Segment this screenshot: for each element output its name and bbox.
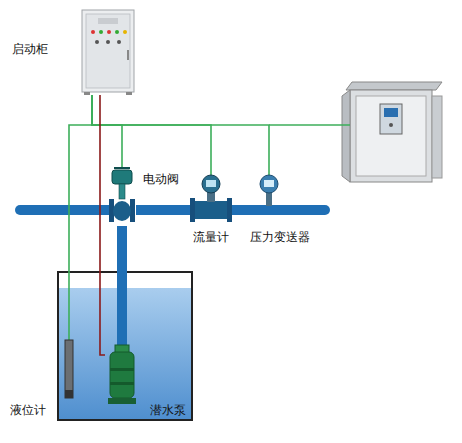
signal-wire	[269, 124, 350, 126]
device-label: 启动柜	[12, 42, 48, 56]
pipe	[117, 226, 127, 345]
electric-valve	[109, 168, 135, 222]
signal-wire	[92, 95, 122, 168]
device-label: 液位计	[10, 403, 46, 417]
device-node: 启动柜	[82, 10, 134, 95]
signal-wire	[100, 95, 105, 355]
device-node: 电动阀	[108, 168, 136, 226]
device-label: 潜水泵	[150, 403, 186, 417]
control-box	[342, 82, 442, 182]
pipe	[20, 205, 110, 215]
device-node: 流量计	[190, 176, 232, 222]
device-node: 压力变送器	[256, 176, 282, 214]
pressure-transmitter	[260, 175, 278, 206]
level-sensor	[65, 340, 73, 398]
start-cabinet	[82, 10, 134, 95]
signal-wire	[92, 95, 269, 176]
pipe	[136, 205, 190, 215]
flow-meter	[190, 175, 232, 222]
device-label: 压力变送器	[250, 230, 310, 244]
device-label: 流量计	[193, 230, 229, 244]
pipe	[256, 205, 325, 215]
device-node: 液位计	[63, 340, 75, 400]
signal-wire	[69, 95, 92, 340]
submersible-pump	[108, 345, 136, 404]
pipe	[232, 205, 256, 215]
device-node: 潜水泵	[105, 345, 139, 405]
device-label: 电动阀	[143, 172, 179, 186]
signal-wire	[92, 95, 211, 176]
